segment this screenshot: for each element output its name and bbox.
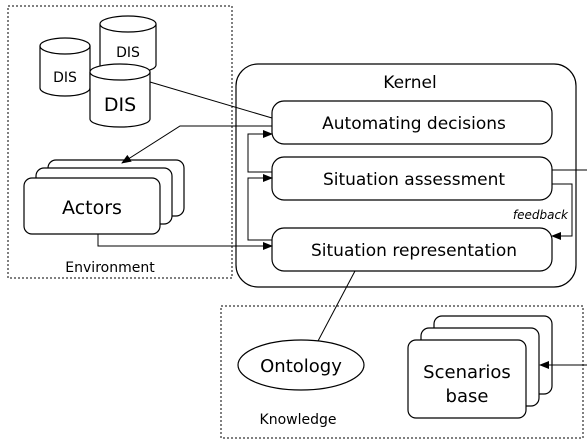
arrow-assessment-to-decisions bbox=[247, 130, 273, 173]
feedback-label: feedback bbox=[513, 208, 569, 222]
environment-label: Environment bbox=[65, 260, 155, 276]
connector-line bbox=[149, 81, 273, 119]
environment-container bbox=[7, 5, 233, 279]
knowledge-container bbox=[220, 305, 584, 439]
knowledge-label: Knowledge bbox=[260, 412, 337, 428]
scenarios-base-stack: Scenarios base bbox=[407, 315, 553, 419]
ontology-ellipse bbox=[237, 339, 365, 391]
kernel-title: Kernel bbox=[383, 73, 436, 93]
connector-line bbox=[317, 270, 356, 342]
database-label: DIS bbox=[104, 94, 136, 116]
database-label: DIS bbox=[116, 45, 140, 61]
arrow-actors-to-representation bbox=[97, 234, 273, 250]
database-icon: DIS bbox=[39, 37, 91, 97]
scenarios-label-line1: Scenarios bbox=[423, 362, 511, 383]
arrow-decisions-to-actors bbox=[121, 125, 272, 164]
arrow-feedback bbox=[551, 183, 573, 240]
automating-decisions-label: Automating decisions bbox=[322, 114, 506, 134]
actors-stack: Actors bbox=[23, 159, 185, 235]
database-icon: DIS bbox=[99, 15, 157, 74]
database-icon: DIS bbox=[89, 63, 151, 128]
database-label: DIS bbox=[53, 70, 77, 86]
automating-decisions-box bbox=[271, 100, 553, 145]
situation-assessment-label: Situation assessment bbox=[323, 170, 505, 190]
situation-representation-label: Situation representation bbox=[311, 241, 517, 261]
ontology-label: Ontology bbox=[260, 356, 342, 377]
arrow-representation-to-assessment bbox=[247, 174, 273, 241]
actors-label: Actors bbox=[62, 197, 122, 219]
scenarios-label-line2: base bbox=[446, 386, 489, 407]
